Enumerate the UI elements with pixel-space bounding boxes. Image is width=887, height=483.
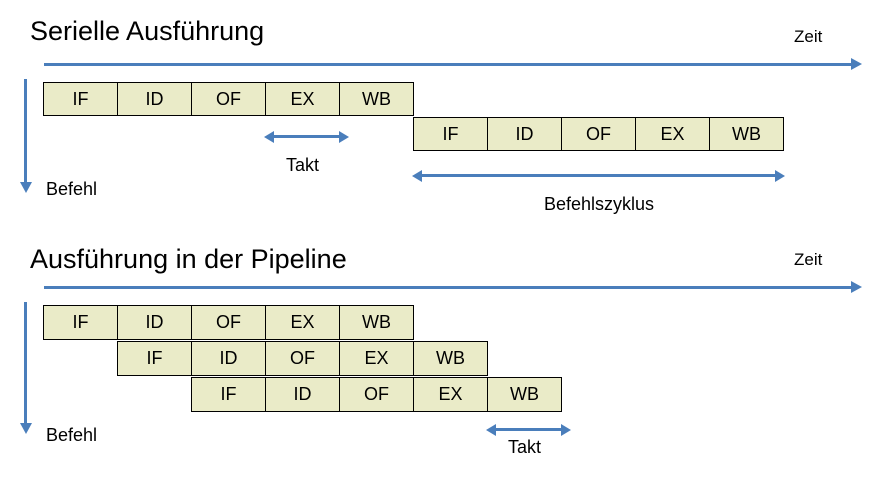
stage-box: OF <box>561 117 636 151</box>
takt-arrowhead-left-pipeline <box>486 424 496 436</box>
stage-box: IF <box>117 341 192 376</box>
stage-box: OF <box>339 377 414 412</box>
instruction-axis-label-serial: Befehl <box>46 179 98 199</box>
instruction-axis-line-pipeline <box>24 302 27 424</box>
stage-box: WB <box>413 341 488 376</box>
instruction-axis-line-serial <box>24 79 27 183</box>
time-axis-arrowhead-pipeline <box>851 281 862 293</box>
takt-arrow-line-serial <box>272 135 342 138</box>
time-axis-line-serial <box>44 63 852 66</box>
stage-box: IF <box>43 82 118 116</box>
takt-label-serial: Takt <box>285 155 319 175</box>
section-title-serial: Serielle Ausführung <box>30 16 265 46</box>
stage-box: ID <box>191 341 266 376</box>
time-axis-label-pipeline: Zeit <box>794 250 823 269</box>
stage-box: EX <box>413 377 488 412</box>
takt-arrowhead-right-serial <box>339 131 349 143</box>
time-axis-arrowhead-serial <box>851 58 862 70</box>
stage-box: WB <box>339 305 414 340</box>
instruction-axis-arrowhead-serial <box>20 182 32 193</box>
stage-box: EX <box>635 117 710 151</box>
stage-box: OF <box>265 341 340 376</box>
befehlszyklus-arrow-line <box>420 174 778 177</box>
stage-box: OF <box>191 305 266 340</box>
stage-box: EX <box>265 82 340 116</box>
stage-box: WB <box>487 377 562 412</box>
instruction-axis-arrowhead-pipeline <box>20 423 32 434</box>
instruction-axis-label-pipeline: Befehl <box>46 425 98 445</box>
takt-arrowhead-right-pipeline <box>561 424 571 436</box>
takt-arrow-line-pipeline <box>494 428 564 431</box>
stage-box: ID <box>265 377 340 412</box>
stage-box: EX <box>339 341 414 376</box>
stage-box: ID <box>487 117 562 151</box>
stage-box: IF <box>413 117 488 151</box>
section-title-pipeline: Ausführung in der Pipeline <box>30 244 347 274</box>
stage-box: EX <box>265 305 340 340</box>
takt-label-pipeline: Takt <box>507 437 541 457</box>
stage-box: IF <box>43 305 118 340</box>
befehlszyklus-label: Befehlszyklus <box>543 194 655 214</box>
stage-box: ID <box>117 82 192 116</box>
befehlszyklus-arrowhead-left <box>412 170 422 182</box>
stage-box: OF <box>191 82 266 116</box>
stage-box: IF <box>191 377 266 412</box>
befehlszyklus-arrowhead-right <box>775 170 785 182</box>
time-axis-label-serial: Zeit <box>794 27 823 46</box>
stage-box: WB <box>339 82 414 116</box>
takt-arrowhead-left-serial <box>264 131 274 143</box>
stage-box: WB <box>709 117 784 151</box>
stage-box: ID <box>117 305 192 340</box>
time-axis-line-pipeline <box>44 286 852 289</box>
